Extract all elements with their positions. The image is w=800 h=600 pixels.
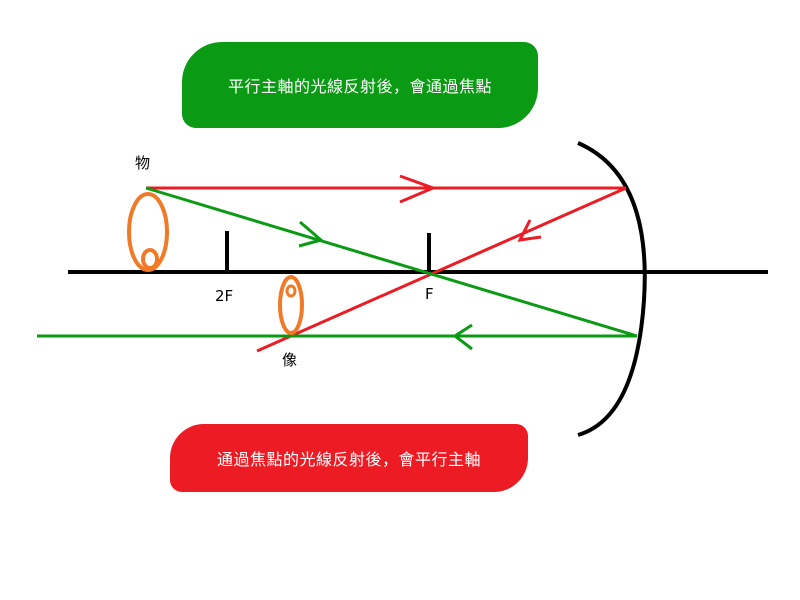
banner-focal-ray-rule: 通過焦點的光線反射後，會平行主軸 (170, 424, 528, 492)
image-head-icon (285, 284, 297, 298)
object-head-icon (141, 248, 159, 270)
banner-bottom-text: 通過焦點的光線反射後，會平行主軸 (216, 450, 481, 469)
concave-mirror (577, 141, 647, 437)
two-f-label: 2F (215, 287, 234, 305)
object-body-icon (127, 192, 169, 272)
red-arrow-right-icon (399, 174, 438, 204)
green-ray-incoming (145, 186, 638, 338)
banner-top-text: 平行主軸的光線反射後，會通過焦點 (227, 77, 492, 96)
red-arrow-down-left-icon (517, 219, 542, 242)
red-ray-reflected (256, 186, 627, 353)
focal-point-label: F (425, 285, 434, 303)
image-label: 像 (282, 351, 298, 369)
image-body-icon (278, 275, 304, 335)
object-label: 物 (135, 154, 151, 172)
green-arrow-left-icon (452, 323, 473, 351)
banner-parallel-ray-rule: 平行主軸的光線反射後，會通過焦點 (182, 42, 538, 128)
green-arrow-right-icon (298, 220, 325, 248)
